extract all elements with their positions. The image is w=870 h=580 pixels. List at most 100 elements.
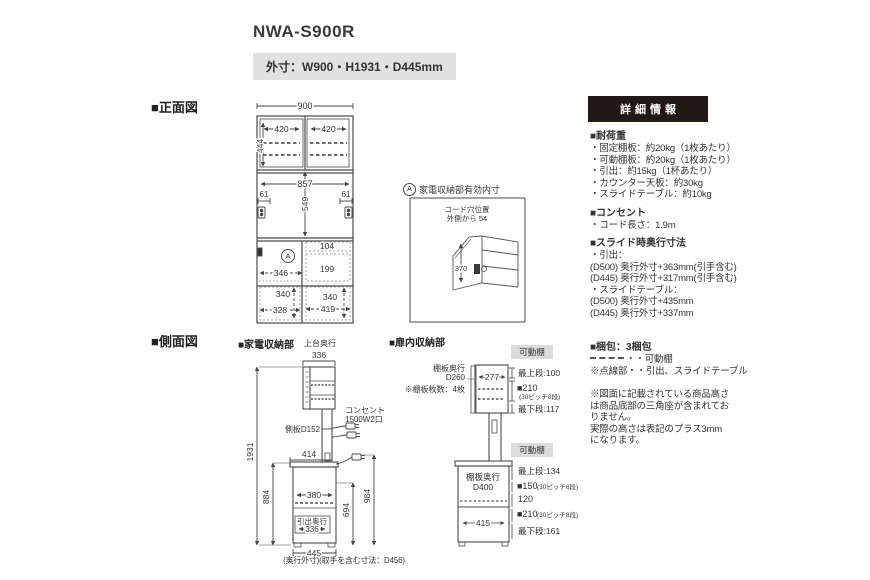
dim-694: 694	[341, 503, 351, 517]
inset-title: 家電収納部有効内寸	[419, 185, 501, 195]
lower-210: ■210	[517, 509, 537, 519]
shelf-depth-upper: D260	[446, 373, 466, 382]
dim-419: 419	[321, 304, 335, 314]
legend-dotted-row: ※点線部・・引出、スライドテーブル	[590, 365, 748, 377]
note-line: になります。	[590, 435, 645, 446]
lower-150-sub: (30ピッチ6段)	[537, 482, 578, 491]
side-view-label: ■側面図	[151, 334, 198, 349]
side-cabinet-outline	[289, 366, 339, 548]
slide-item: (D500) 奥行外寸+435mm	[590, 296, 694, 307]
dim-380: 380	[307, 490, 321, 500]
dim-336-drawer: 336	[305, 525, 319, 534]
upper-top-row: 最上段:100	[518, 368, 560, 378]
slide-depth-section: ■スライド時奥行寸法 ・引出： (D500) 奥行外寸+363mm(引手含む) …	[590, 237, 868, 319]
door-storage-texts: 可動棚 棚板奥行 D260 ※棚板枚数：4枚 277 最上段:100 ■210 …	[405, 347, 579, 536]
front-view-diagram: 900 420 420 444 857 549 61 61 A 346 104 …	[254, 100, 354, 324]
dim-104: 104	[320, 241, 334, 251]
dotted-compartments	[259, 241, 351, 321]
front-view-label: ■正面図	[151, 100, 198, 115]
dim-857: 857	[297, 179, 312, 189]
dim-61-right: 61	[342, 190, 351, 199]
side-panel-label: 側板D152	[285, 424, 321, 434]
legend-dashed-row: ・・可動棚	[590, 354, 868, 366]
dim-199: 199	[320, 264, 334, 274]
load-item: ・引出：約15kg（1杯あたり）	[590, 166, 718, 177]
inset-title-row: A 家電収納部有効内寸	[403, 183, 500, 196]
dim-346: 346	[274, 268, 288, 278]
shelf-depth-label-lower: 棚板奥行	[466, 472, 501, 482]
perspective-sketch	[452, 235, 519, 291]
outlet-section: ■コンセント ・コード長さ：1.9m	[590, 207, 868, 232]
side-view-footnote: (奥行外寸)(取手を含む寸法：D456)	[283, 556, 405, 565]
dim-370: 370	[455, 264, 468, 273]
load-item: ・固定棚板：約20kg（1枚あたり）	[590, 143, 736, 154]
inset-diagram: コード穴位置 外側から 54 370	[409, 197, 526, 323]
upper-bottom-row: 最下段:117	[518, 404, 560, 414]
lower-150: ■150	[517, 481, 537, 491]
height-note-section: ※図面に記載されている商品高さ は商品底部の三角座が含まれてお りません。 実際…	[590, 389, 868, 447]
load-capacity-section: ■耐荷重 ・固定棚板：約20kg（1枚あたり） ・可動棚板：約20kg（1枚あた…	[590, 130, 868, 201]
plug-icons	[331, 422, 365, 465]
dim-415: 415	[476, 518, 490, 528]
upper-pitch: ■210	[517, 383, 537, 393]
side-dashed-details	[295, 371, 334, 504]
outlet-title: ■コンセント	[590, 207, 647, 219]
door-dimension-lines	[462, 367, 515, 539]
slide-depth-title: ■スライド時奥行寸法	[590, 238, 687, 249]
side-dimension-lines	[254, 360, 377, 556]
packing-section: ■梱包：3梱包 ・・可動棚 ※点線部・・引出、スライドテーブル	[590, 341, 868, 377]
dim-328: 328	[273, 305, 287, 315]
cord-hole-line2: 外側から 54	[447, 213, 487, 223]
top-depth-label: 上台奥行	[304, 338, 336, 348]
product-title: NWA-S900R	[253, 22, 355, 41]
cabinet-outline	[256, 115, 354, 324]
dim-336-top: 336	[312, 350, 326, 360]
note-line: は商品底部の三角座が含まれてお	[590, 400, 729, 412]
shelf-depth-lower: D400	[473, 482, 494, 492]
movable-shelf-badge-lower: 可動棚	[519, 445, 545, 455]
outlet-item: ・コード長さ：1.9m	[590, 219, 676, 231]
note-line: 実際の高さは表記のプラス3mm	[590, 423, 722, 435]
dashed-line-icon	[590, 357, 624, 359]
dim-549: 549	[300, 197, 310, 211]
dim-420-right: 420	[321, 124, 335, 134]
note-line: りません。	[590, 412, 637, 423]
appliance-storage-label: ■家電収納部	[238, 340, 295, 351]
side-view-diagram: 上台奥行 336 側板D152 コンセント 1500W2口 414 1931 8…	[244, 338, 386, 560]
circle-a-icon	[281, 249, 295, 263]
load-item: ・スライドテーブル：約10kg	[590, 189, 712, 200]
upper-pitch-sub: (30ピッチ8段)	[519, 392, 560, 401]
dim-1931: 1931	[245, 442, 255, 461]
outlet-label-line2: 1500W2口	[345, 415, 383, 424]
load-item: ・可動棚板：約20kg（1枚あたり）	[590, 154, 736, 166]
movable-shelf-badge-upper: 可動棚	[519, 347, 545, 357]
drawer-depth-label: 引出奥行	[297, 516, 327, 526]
circle-a-badge: A	[403, 183, 416, 196]
lower-top-row: 最上段:134	[518, 466, 560, 476]
slide-item: (D500) 奥行外寸+363mm(引手含む)	[590, 261, 737, 273]
outlet-block-icon	[257, 247, 263, 257]
lower-120: 120	[518, 494, 533, 504]
note-line: ※図面に記載されている商品高さ	[590, 389, 730, 400]
cord-hole-line1: コード穴位置	[445, 204, 490, 214]
outer-dimensions-badge: 外寸：W900・H1931・D445mm	[253, 53, 456, 80]
dim-984: 984	[362, 489, 372, 503]
side-view-texts: 上台奥行 336 側板D152 コンセント 1500W2口 414 1931 8…	[244, 338, 386, 560]
dim-900: 900	[297, 101, 312, 111]
details-panel: 詳細情報 ■耐荷重 ・固定棚板：約20kg（1枚あたり） ・可動棚板：約20kg…	[588, 96, 868, 447]
dim-340-right: 340	[323, 292, 337, 302]
shelf-depth-label-upper: 棚板奥行	[433, 363, 465, 373]
label-a: A	[285, 252, 290, 261]
door-storage-label: ■扉内収納部	[389, 338, 446, 349]
load-item: ・カウンター天板：約30kg	[590, 177, 703, 189]
outlet-label-line1: コンセント	[345, 406, 385, 415]
dimension-lines	[256, 103, 354, 319]
lower-210-sub: (30ピッチ8段)	[537, 510, 578, 519]
door-cabinet-outline	[454, 364, 513, 547]
packing-title: ■梱包：3梱包	[590, 342, 652, 353]
outlet-icons	[257, 206, 353, 263]
load-capacity-title: ■耐荷重	[590, 131, 627, 142]
front-view-dim-texts: 900 420 420 444 857 549 61 61 A 346 104 …	[254, 100, 353, 317]
slide-item: (D445) 奥行外寸+317mm(引手含む)	[590, 273, 737, 284]
inset-box	[409, 197, 526, 323]
